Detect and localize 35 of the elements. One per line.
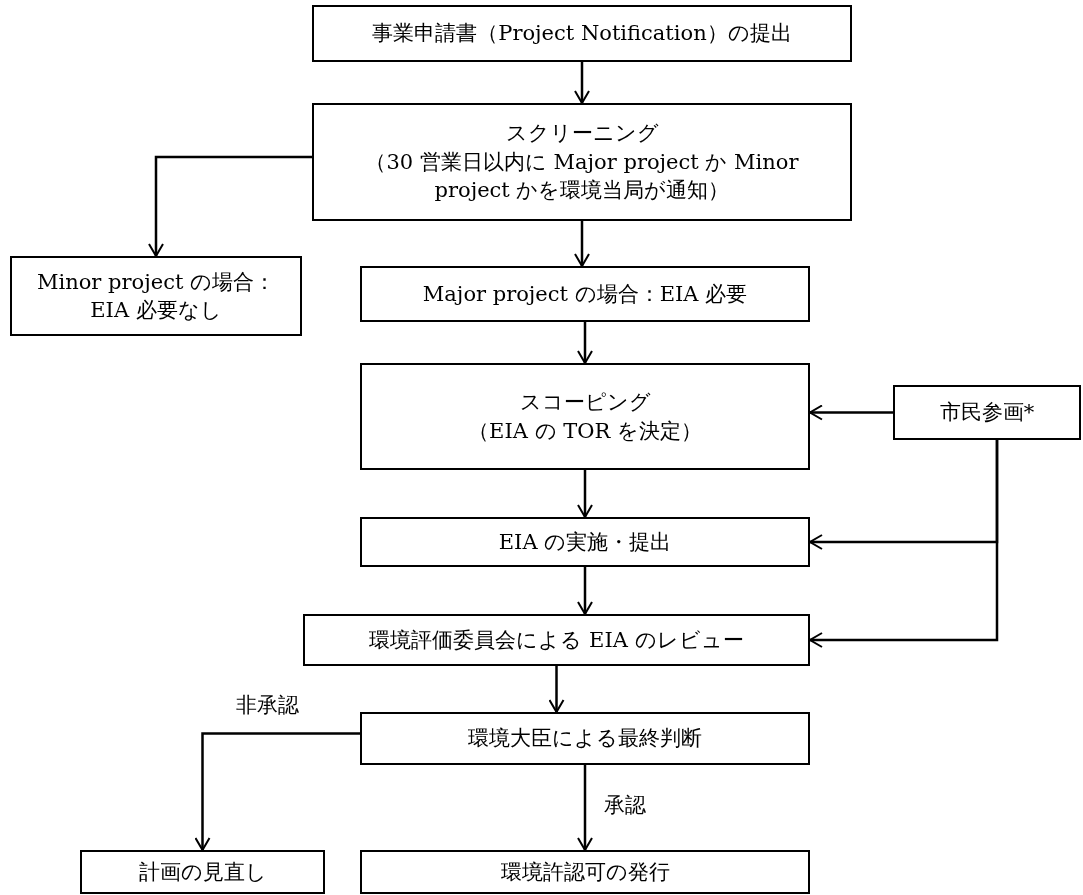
box-title: EIA の実施・提出	[498, 528, 672, 556]
arrow	[809, 440, 999, 648]
process-box	[360, 712, 810, 765]
arrow	[548, 666, 565, 713]
process-box	[303, 614, 810, 666]
box-title: 計画の見直し	[138, 858, 267, 886]
arrow	[577, 567, 593, 615]
arrow	[809, 404, 893, 421]
box-title: 事業申請書（Project Notification）の提出	[372, 20, 792, 48]
arrow	[577, 470, 593, 518]
process-box	[80, 850, 325, 894]
box-note: （EIA の TOR を決定）	[468, 417, 702, 445]
process-box	[360, 266, 810, 322]
box-title: Minor project の場合：EIA 必要なし	[35, 268, 276, 324]
box-title: Major project の場合：EIA 必要	[422, 280, 748, 308]
arrow	[148, 155, 312, 257]
process-box	[360, 850, 810, 894]
process-box	[360, 517, 810, 567]
arrow	[577, 765, 593, 851]
box-title: スコーピング	[519, 389, 651, 417]
box-title: 市民参画*	[939, 399, 1035, 427]
arrow	[194, 732, 360, 851]
box-title: 環境大臣による最終判断	[468, 725, 702, 753]
box-title: スクリーニング	[505, 120, 659, 148]
box-title: 環境評価委員会による EIA のレビュー	[369, 626, 744, 654]
arrow	[577, 322, 593, 364]
process-box	[360, 363, 810, 470]
process-box	[312, 103, 852, 221]
process-box	[893, 385, 1081, 440]
box-title: 環境許認可の発行	[500, 858, 670, 886]
box-note: （30 営業日以内に Major project か Minor project かを環境当局が通知）	[364, 148, 800, 205]
arrow	[574, 62, 590, 104]
arrow	[574, 221, 590, 267]
process-box	[312, 5, 852, 62]
process-box	[10, 256, 302, 336]
